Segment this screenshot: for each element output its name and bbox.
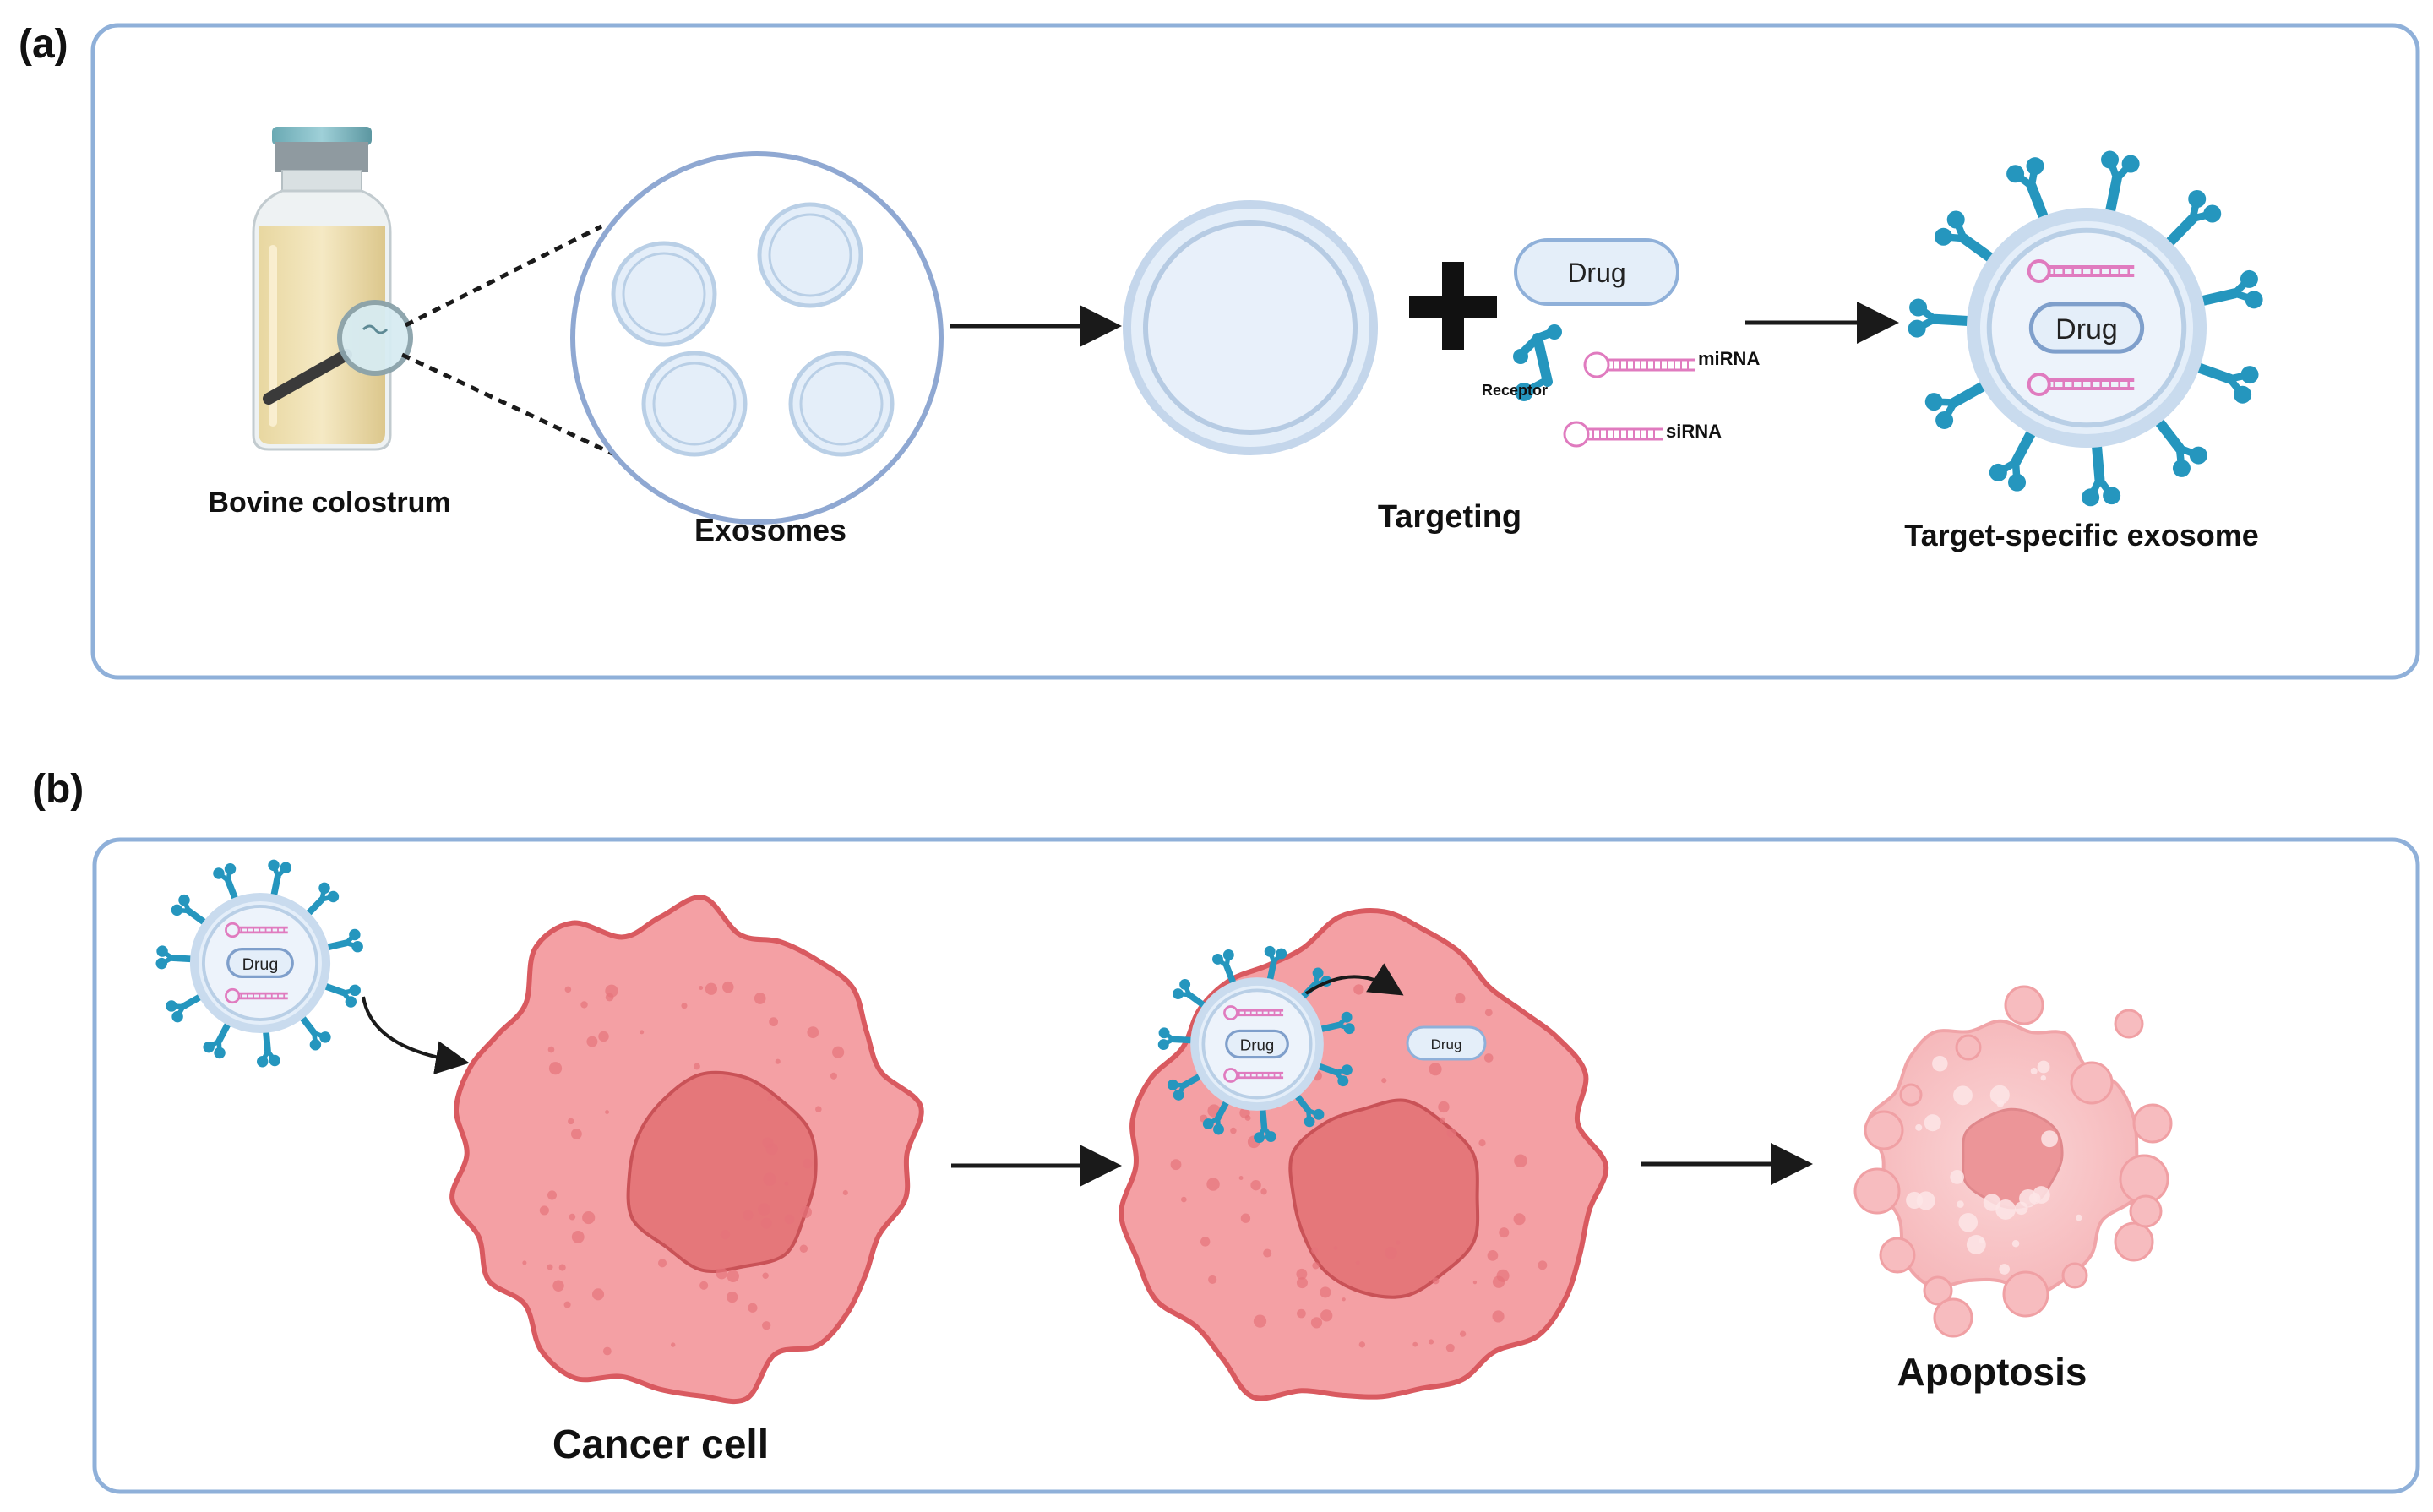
exosomes-magnified-view <box>570 151 944 525</box>
zoom-line-bottom <box>400 352 629 463</box>
apoptotic-bleb <box>1853 1167 1901 1215</box>
curved-arrow-entry <box>362 996 470 1074</box>
panel-b-frame <box>92 837 2420 1494</box>
zoom-line-top <box>404 224 603 328</box>
apoptotic-bleb <box>2129 1194 2163 1228</box>
apoptotic-cell <box>1853 985 2173 1338</box>
receptor-icon <box>2082 426 2121 507</box>
receptor-label: Receptor <box>1482 382 1548 399</box>
receptor-icon <box>293 1007 331 1051</box>
drug-label: Drug <box>2055 313 2118 345</box>
exosome-vesicle <box>641 351 748 457</box>
target-specific-exosome: Drug <box>1908 150 2263 507</box>
released-drug-label: Drug <box>1431 1036 1462 1052</box>
curved-arrow-release <box>1304 963 1404 996</box>
exosome-vesicle <box>611 241 717 347</box>
released-drug-capsule: Drug <box>1406 1025 1487 1061</box>
drug-label: Drug <box>1567 258 1625 288</box>
mirna-label: miRNA <box>1698 348 1760 369</box>
apoptotic-bleb <box>2114 1009 2144 1039</box>
exosome-vesicle <box>788 351 895 457</box>
apoptotic-bleb <box>1899 1083 1923 1107</box>
cancer-cell <box>449 895 924 1405</box>
plus-icon <box>1409 262 1497 350</box>
receptor-icon <box>315 928 363 953</box>
drug-capsule: Drug <box>1514 238 1679 306</box>
apoptosis-label: Apoptosis <box>1897 1350 2087 1394</box>
sirna-icon <box>1563 421 1663 448</box>
apoptotic-bleb <box>2002 1270 2049 1318</box>
panel-a-frame <box>90 23 2420 680</box>
entering-exosome: Drug <box>1157 945 1355 1144</box>
cancer-cell-label: Cancer cell <box>552 1422 769 1467</box>
sirna-label: siRNA <box>1666 421 1722 442</box>
targeting-label: Targeting <box>1378 499 1521 535</box>
apoptotic-bleb <box>1864 1110 1904 1150</box>
mirna-icon <box>2027 259 2135 283</box>
apoptotic-bleb <box>1933 1297 1973 1338</box>
sirna-icon <box>2027 373 2135 396</box>
receptor-icon <box>1513 324 1562 401</box>
target-specific-exosome-label: Target-specific exosome <box>1904 518 2258 552</box>
exosome-large <box>1123 200 1378 455</box>
panel-b-tag: (b) <box>32 767 84 812</box>
panel-a-tag: (a) <box>19 22 68 67</box>
mirna-icon <box>225 922 288 938</box>
apoptotic-bleb <box>1923 1275 1953 1306</box>
mirna-icon <box>1583 351 1695 378</box>
apoptotic-bleb <box>2070 1061 2114 1105</box>
vial-label: Bovine colostrum <box>208 487 450 519</box>
apoptotic-bleb <box>1879 1237 1916 1274</box>
sirna-icon <box>1223 1068 1284 1083</box>
receptor-icon <box>1173 978 1214 1014</box>
cancer-cell-with-exosome <box>1119 908 1609 1401</box>
apoptotic-bleb <box>1955 1034 1982 1061</box>
drug-label: Drug <box>242 955 279 974</box>
apoptotic-bleb <box>2004 985 2044 1025</box>
sirna-icon <box>225 987 288 1004</box>
exosomes-label: Exosomes <box>694 513 846 547</box>
apoptotic-bleb <box>2132 1103 2173 1144</box>
drug-label: Drug <box>1240 1036 1275 1054</box>
receptor-icon <box>268 859 292 907</box>
apoptotic-bleb <box>2061 1262 2088 1289</box>
magnifier-icon <box>263 300 413 405</box>
approaching-exosome: Drug <box>155 859 363 1068</box>
exosome-vesicle <box>757 202 863 308</box>
mirna-icon <box>1223 1005 1284 1020</box>
apoptotic-bleb <box>2114 1221 2154 1262</box>
